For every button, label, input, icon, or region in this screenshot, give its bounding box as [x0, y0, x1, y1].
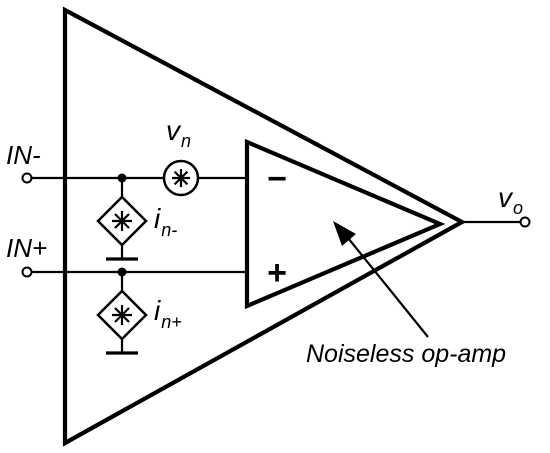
voltage-noise-source: [162, 159, 200, 197]
output-terminal: [519, 216, 531, 228]
noiseless-pointer-arrow: [333, 221, 429, 338]
in-plus-terminal: [21, 266, 33, 278]
current-noise-source-minus: [96, 178, 148, 261]
in-minus-terminal: [21, 172, 33, 184]
vo-label: vo: [498, 182, 523, 218]
vn-label: vn: [166, 115, 191, 151]
non-inverting-input-sign: +: [267, 254, 287, 292]
outer-opamp-triangle: [62, 6, 467, 447]
current-noise-source-plus: [96, 272, 148, 355]
in-plus-noise-label: in+: [154, 295, 182, 332]
in-minus-label: IN-: [6, 140, 41, 170]
in-minus-noise-label: in-: [154, 203, 177, 240]
inverting-input-sign: −: [267, 160, 287, 198]
in-plus-label: IN+: [6, 233, 47, 263]
inner-noiseless-opamp-triangle: [244, 138, 446, 310]
noiseless-opamp-label: Noiseless op-amp: [306, 340, 506, 368]
